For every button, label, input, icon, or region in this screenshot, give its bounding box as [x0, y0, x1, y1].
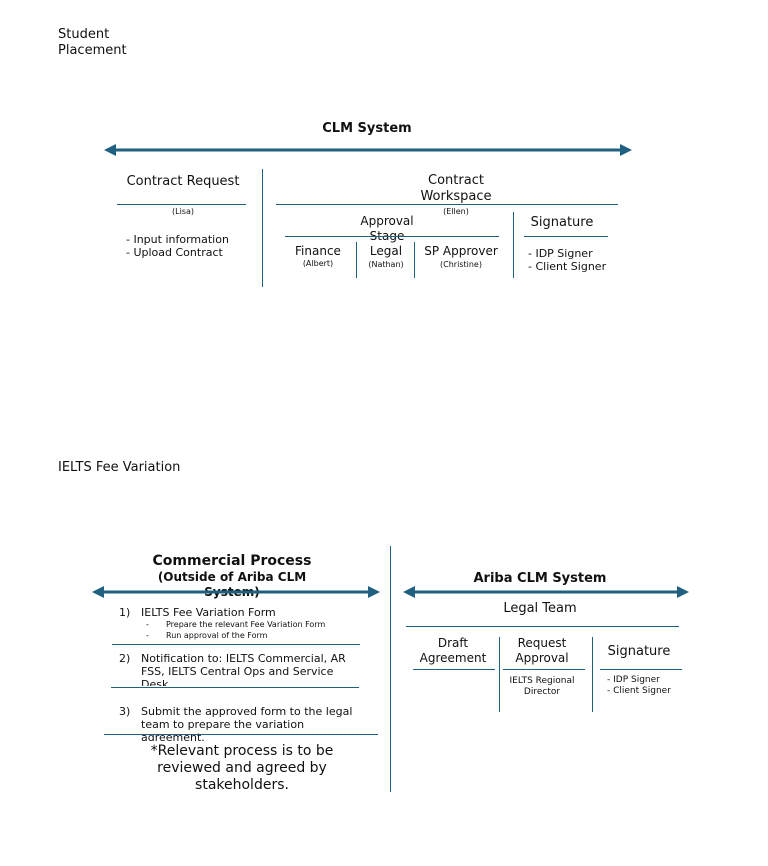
section-title-ielts-fee-variation: IELTS Fee Variation — [58, 460, 181, 475]
ariba-clm-title: Ariba CLM System — [473, 571, 607, 586]
process-substep: - Run approval of the Form — [146, 630, 366, 641]
process-substep: - Prepare the relevant Fee Variation For… — [146, 619, 366, 630]
relevant-process-note: *Relevant process is to be reviewed and … — [150, 743, 334, 793]
contract-request-title: Contract Request — [126, 174, 240, 189]
signature-underline — [524, 236, 608, 237]
legal-title: Legal — [369, 244, 403, 258]
request-approval-title: Request Approval — [515, 636, 569, 665]
legal-team-title: Legal Team — [503, 601, 577, 616]
divider-vertical — [262, 169, 263, 287]
legal-person: (Nathan) — [368, 260, 404, 269]
approval-stage-title: Approval Stage — [360, 214, 414, 243]
clm-system-arrow — [104, 144, 632, 156]
divider-vertical — [499, 637, 500, 712]
draft-agreement-underline — [413, 669, 495, 670]
divider-vertical — [356, 242, 357, 278]
process-step: 1) IELTS Fee Variation Form — [119, 606, 359, 619]
contract-workspace-underline — [276, 204, 618, 205]
step-number: 2) — [119, 652, 131, 665]
section-title-student-placement: Student Placement — [58, 27, 127, 58]
divider-vertical — [513, 212, 514, 278]
contract-request-underline — [117, 204, 246, 205]
divider-vertical — [414, 242, 415, 278]
signature-item: - IDP Signer — [528, 247, 593, 260]
step-number: 1) — [119, 606, 131, 619]
divider-vertical — [592, 637, 593, 712]
process-step: 2) Notification to: IELTS Commercial, AR… — [119, 652, 359, 686]
signature-item: - Client Signer — [528, 260, 607, 273]
regional-director-label: IELTS Regional Director — [509, 676, 575, 697]
contract-request-item: - Upload Contract — [126, 246, 223, 259]
finance-title: Finance — [295, 244, 341, 258]
signature-underline-2 — [600, 669, 682, 670]
process-step: 3) Submit the approved form to the legal… — [119, 705, 359, 741]
signer-item: - Client Signer — [607, 686, 671, 696]
step-text: IELTS Fee Variation Form — [141, 606, 276, 619]
step-divider — [111, 687, 359, 688]
finance-person: (Albert) — [302, 259, 334, 268]
ariba-clm-arrow — [403, 586, 689, 598]
bullet-dash: - — [146, 620, 149, 629]
commercial-process-title: Commercial Process — [152, 553, 312, 569]
signature-title-2: Signature — [607, 644, 671, 659]
signature-title: Signature — [530, 215, 594, 230]
divider-vertical — [390, 546, 391, 792]
sp-approver-person: (Christine) — [440, 260, 482, 269]
draft-agreement-title: Draft Agreement — [419, 636, 487, 665]
contract-workspace-person: (Ellen) — [443, 207, 469, 216]
commercial-process-arrow — [92, 586, 380, 598]
contract-workspace-title: Contract Workspace — [420, 173, 492, 204]
step-divider — [104, 734, 378, 735]
step-number: 3) — [119, 705, 131, 718]
bullet-dash: - — [146, 631, 149, 640]
sp-approver-title: SP Approver — [424, 244, 498, 258]
step-text: Submit the approved form to the legal te… — [141, 705, 353, 741]
contract-request-item: - Input information — [126, 233, 229, 246]
substep-text: Prepare the relevant Fee Variation Form — [166, 620, 326, 629]
legal-team-underline — [406, 626, 679, 627]
request-approval-underline — [503, 669, 585, 670]
approval-stage-underline — [285, 236, 499, 237]
step-text: Notification to: IELTS Commercial, AR FS… — [141, 652, 346, 686]
contract-request-person: (Lisa) — [172, 207, 194, 216]
signer-item: - IDP Signer — [607, 675, 660, 685]
clm-system-title: CLM System — [322, 121, 412, 136]
substep-text: Run approval of the Form — [166, 631, 268, 640]
step-divider — [112, 644, 360, 645]
commercial-process-subtitle: (Outside of Ariba CLM System) — [157, 570, 307, 599]
